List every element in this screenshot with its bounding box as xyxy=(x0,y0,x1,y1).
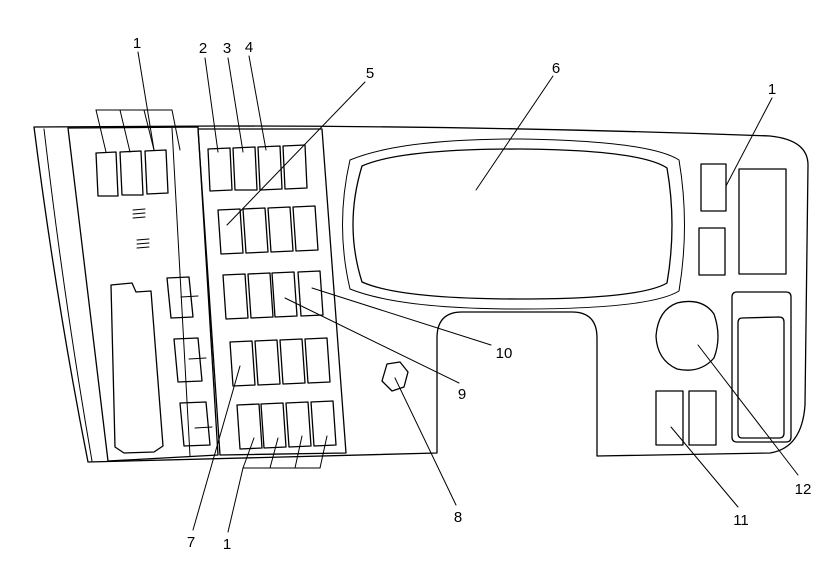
switch-top-left-b xyxy=(119,150,144,196)
callout-11: 11 xyxy=(733,512,749,529)
switch-r1-c2 xyxy=(232,146,258,191)
switch-r2-c1 xyxy=(217,208,244,255)
callout-2: 2 xyxy=(199,40,207,57)
switch-right-upper-b xyxy=(698,227,726,276)
callout-9: 9 xyxy=(458,386,466,403)
callout-7: 7 xyxy=(187,534,195,551)
left-small-switch-3-tab xyxy=(194,426,213,429)
callout-8: 8 xyxy=(454,509,462,526)
round-knob xyxy=(655,300,719,371)
switch-r3-c1 xyxy=(222,273,249,320)
switch-r2-c2 xyxy=(242,207,269,254)
right-tall-panel xyxy=(738,168,787,275)
switch-r1-c1 xyxy=(207,147,233,192)
switch-r2-c4 xyxy=(292,205,319,252)
left-small-switch-1 xyxy=(166,276,194,319)
callout-5: 5 xyxy=(366,65,374,82)
switch-r3-c2 xyxy=(247,272,274,319)
indicator-marks-lower xyxy=(136,238,150,249)
switch-r4-c2 xyxy=(254,339,281,386)
callout-6: 6 xyxy=(552,60,560,77)
callout-1-top-left: 1 xyxy=(133,35,141,52)
switch-r1-c4 xyxy=(282,144,308,190)
switch-right-upper-a xyxy=(700,163,727,212)
switch-r3-c3 xyxy=(271,271,298,318)
callout-1-right: 1 xyxy=(768,81,776,98)
switch-r4-c4 xyxy=(304,337,331,384)
panel-left-edge-inner xyxy=(43,128,93,462)
switch-r5-c2 xyxy=(260,402,287,449)
switch-r3-c4 xyxy=(297,270,324,317)
switch-top-left-c xyxy=(144,149,169,195)
left-module-inner-line xyxy=(171,127,191,457)
panel-outline xyxy=(33,125,809,463)
switch-r2-c3 xyxy=(267,206,294,253)
callout-4: 4 xyxy=(245,39,253,56)
switch-r5-c1 xyxy=(236,403,263,450)
callout-3: 3 xyxy=(223,40,231,57)
switch-top-left-a xyxy=(95,151,119,197)
left-small-switch-2-tab xyxy=(188,357,207,360)
left-small-switch-2 xyxy=(173,337,203,383)
switch-r4-c3 xyxy=(279,338,306,385)
left-small-switch-1-tab xyxy=(180,295,199,298)
callout-10: 10 xyxy=(496,345,513,362)
switch-r5-c4 xyxy=(310,400,337,447)
right-compartment-inner xyxy=(737,316,785,439)
instrument-cluster-window xyxy=(352,148,673,300)
right-compartment-outer xyxy=(731,291,792,443)
left-small-switch-3 xyxy=(179,401,211,447)
hex-knob xyxy=(381,361,409,392)
leader-lines xyxy=(95,51,799,533)
switch-bottom-right-a xyxy=(655,390,684,446)
center-switch-module xyxy=(197,128,347,456)
switch-r4-c1 xyxy=(229,340,256,387)
left-vertical-slot xyxy=(110,282,164,454)
switch-bottom-right-b xyxy=(688,390,717,446)
switch-r5-c3 xyxy=(285,401,312,448)
indicator-marks-upper xyxy=(132,208,146,219)
switch-r1-c3 xyxy=(257,145,283,191)
left-switch-module xyxy=(67,126,219,462)
callout-12: 12 xyxy=(795,481,812,498)
callout-1-bottom: 1 xyxy=(223,536,231,553)
instrument-cluster-bezel xyxy=(342,138,685,310)
